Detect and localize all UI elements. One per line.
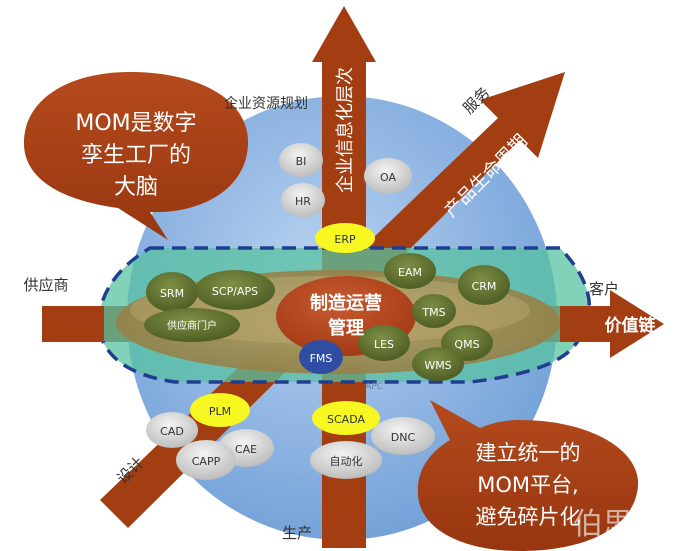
node-dnc: [371, 417, 435, 455]
vertical-arrow-text: 企业信息化层次: [335, 67, 356, 193]
top-left-bubble-line3: 大脑: [114, 175, 158, 200]
node-plm: [190, 393, 250, 427]
node-erp: [315, 223, 375, 253]
node-fms: [299, 340, 343, 374]
bottom-right-bubble-line2: MOM平台,: [477, 473, 578, 497]
node-bi-label: BI: [296, 155, 307, 168]
label-bottom: 生产: [282, 524, 312, 542]
node-scada-label: SCADA: [327, 413, 365, 426]
node-wms-label: WMS: [424, 359, 451, 372]
node-portal: [144, 308, 240, 342]
label-upper-right: 服务: [459, 83, 493, 117]
node-eam-label: EAM: [398, 266, 422, 279]
center-text-line1: 制造运营: [310, 292, 382, 314]
node-cad-label: CAD: [160, 425, 184, 438]
top-left-bubble-line1: MOM是数字: [75, 111, 196, 136]
node-scp-label: SCP/APS: [212, 285, 258, 298]
horizontal-arrow-overlay: [42, 306, 104, 342]
label-top: 企业资源规划: [224, 95, 308, 112]
node-automation-label: 自动化: [330, 454, 363, 468]
node-erp-label: ERP: [334, 233, 356, 246]
node-wms: [412, 347, 464, 381]
node-oa: [364, 158, 412, 194]
node-scp: [195, 270, 275, 310]
horizontal-arrow-text: 价值链: [605, 315, 657, 336]
node-les: [358, 325, 410, 361]
horizontal-arrow-overlay-right: [560, 306, 612, 342]
node-srm-label: SRM: [160, 287, 184, 300]
vertical-arrow-head: [312, 6, 376, 62]
node-capp-label: CAPP: [192, 455, 221, 468]
node-qms-label: QMS: [454, 338, 479, 351]
node-dnc-label: DNC: [391, 431, 416, 444]
node-capp: [176, 440, 236, 480]
node-tms: [412, 294, 456, 328]
node-eam: [384, 253, 436, 289]
center-text-line2: 管理: [328, 317, 364, 339]
vertical-arrow-upper: [322, 60, 366, 250]
node-automation: [310, 441, 382, 479]
node-srm: [146, 272, 198, 312]
horizontal-arrow-head: [610, 290, 664, 358]
node-hr-label: HR: [295, 195, 311, 208]
top-left-bubble: [23, 72, 249, 240]
node-tms-label: TMS: [421, 306, 445, 319]
node-fms-label: FMS: [310, 352, 333, 365]
node-plm-label: PLM: [209, 405, 231, 418]
node-crm: [458, 265, 510, 305]
node-crm-label: CRM: [472, 280, 497, 293]
bottom-right-bubble-line3: 避免碎片化: [476, 505, 581, 529]
bottom-right-bubble-line1: 建立统一的: [476, 441, 581, 465]
label-right: 客户: [589, 280, 619, 298]
node-bi: [279, 143, 323, 177]
watermark: 伯思杰: [573, 507, 663, 542]
node-scada: [312, 401, 380, 435]
node-portal-label: 供应商门户: [167, 319, 217, 332]
faint-apc-label: APC: [365, 382, 383, 392]
top-left-bubble-line2: 孪生工厂的: [81, 143, 191, 168]
node-oa-label: OA: [380, 171, 396, 184]
node-les-label: LES: [374, 338, 394, 351]
node-hr: [281, 183, 325, 217]
node-cad: [146, 412, 198, 448]
label-left: 供应商: [23, 276, 68, 294]
node-cae-label: CAE: [235, 443, 257, 456]
bottom-right-bubble: [417, 400, 639, 551]
